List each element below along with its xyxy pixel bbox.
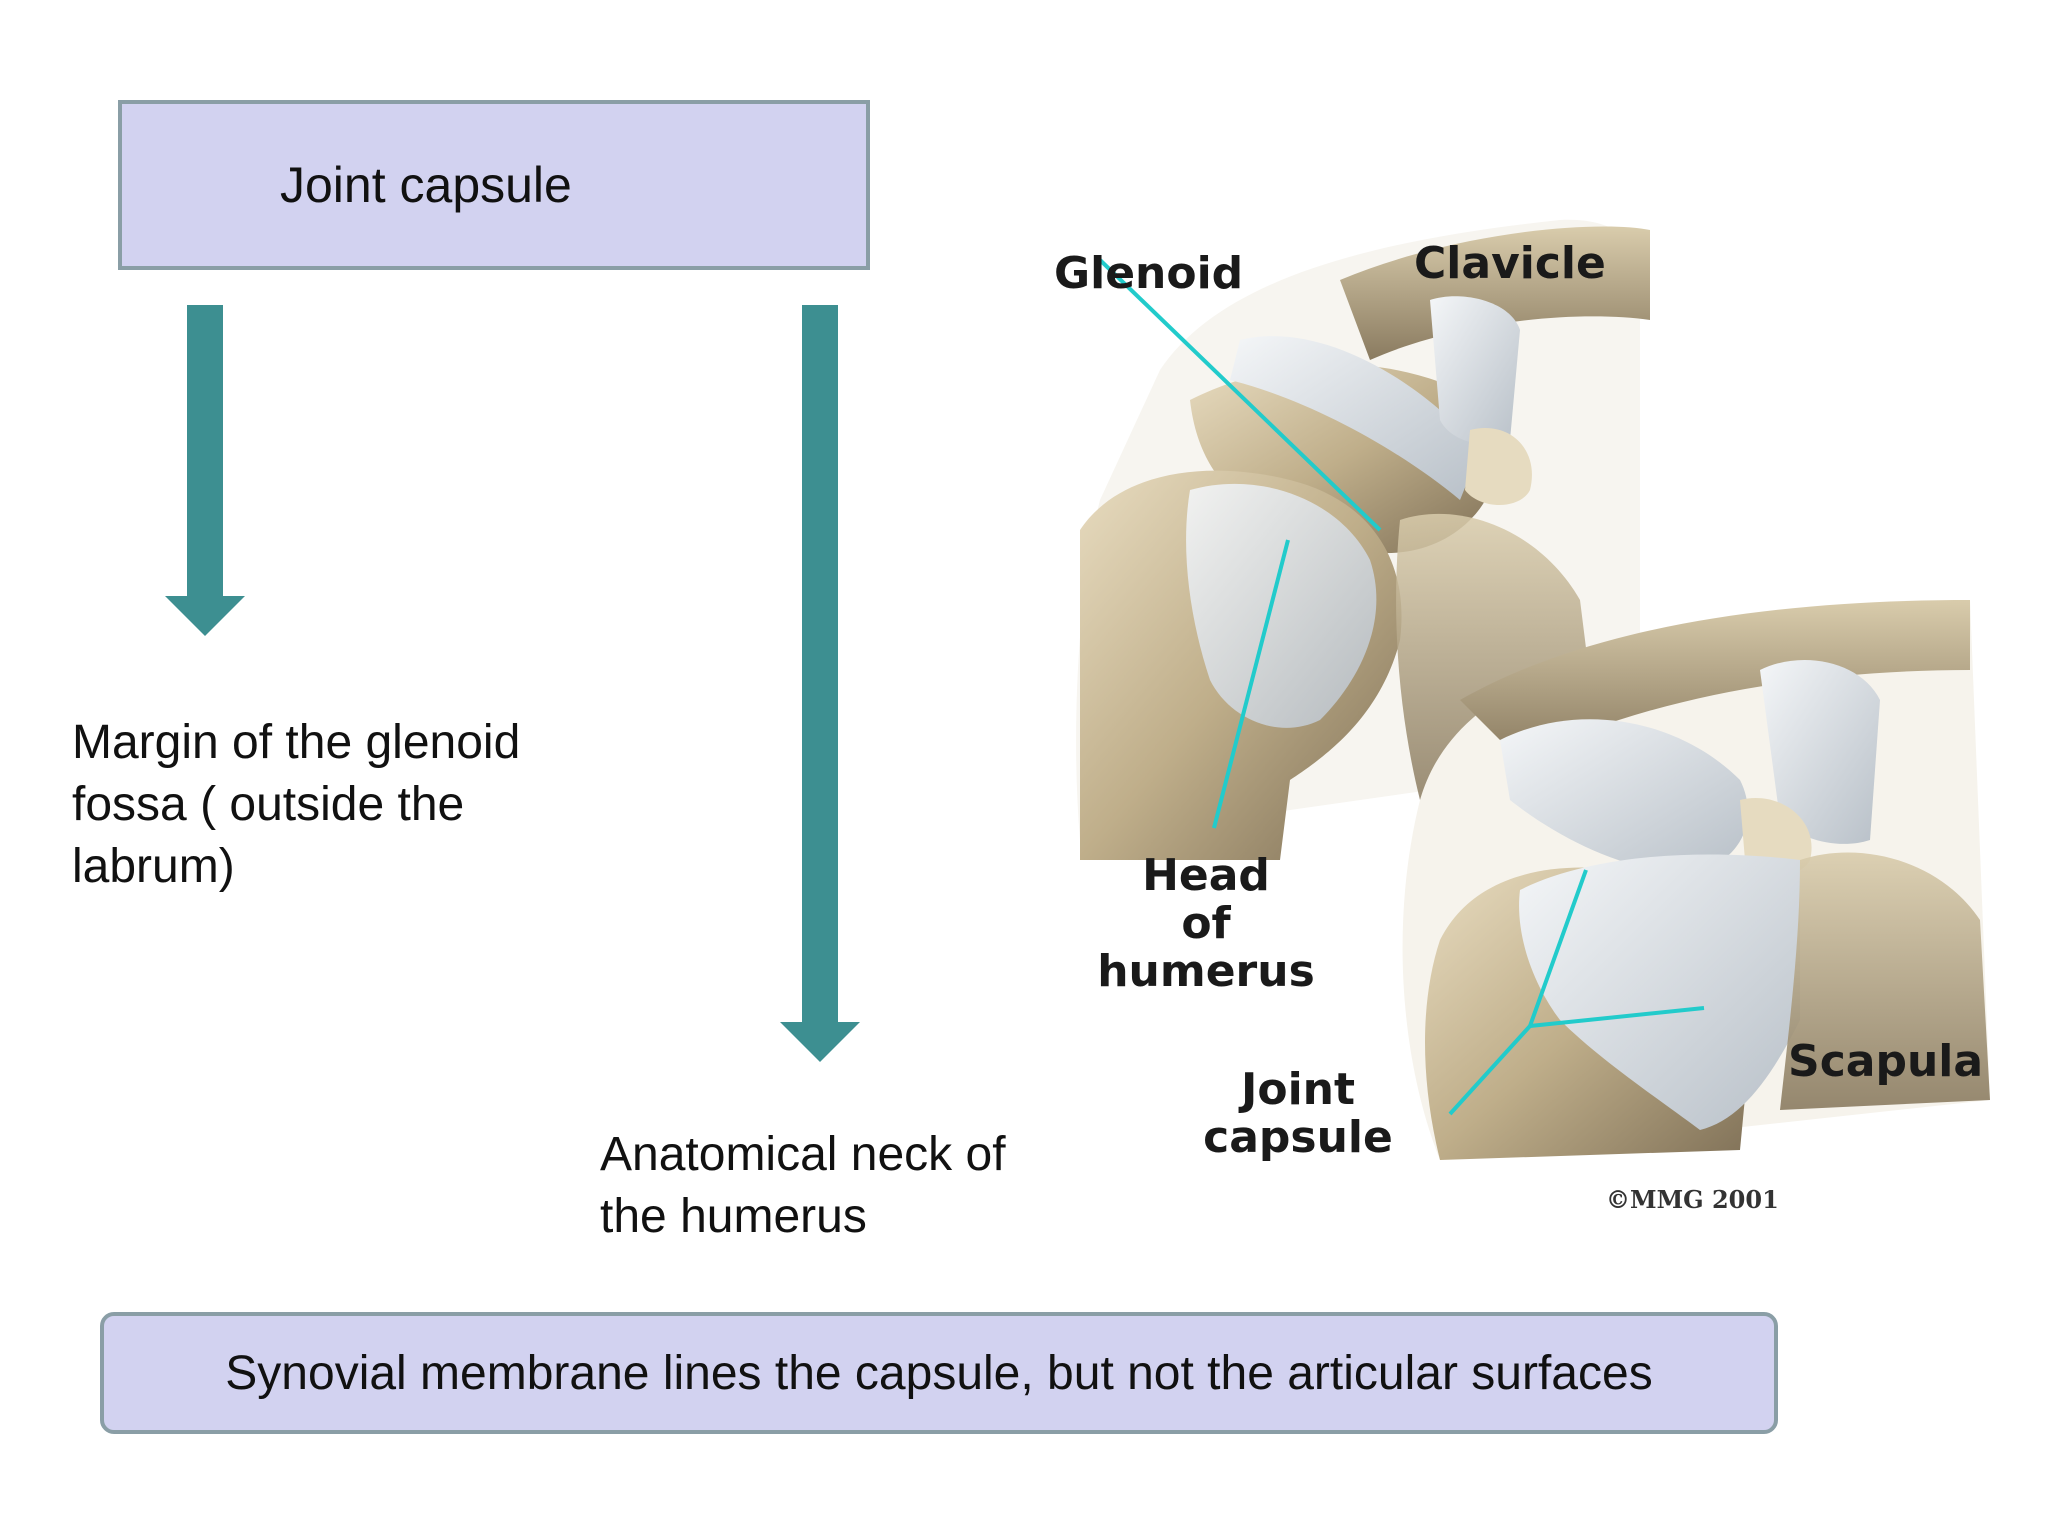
footer-box: Synovial membrane lines the capsule, but…: [100, 1312, 1778, 1434]
glenoid-margin-line: labrum): [72, 840, 235, 893]
title-box: Joint capsule: [118, 100, 870, 270]
glenoid-margin-line: Margin of the glenoid: [72, 716, 521, 769]
pointer-lines: [1098, 258, 1705, 1116]
glenoid-label: Glenoid: [1054, 248, 1243, 299]
anatomical-neck-line: the humerus: [600, 1190, 867, 1243]
capsule-pointer-base: [1448, 1024, 1532, 1116]
copyright-text: ©MMG 2001: [1606, 1185, 1779, 1214]
title-text: Joint capsule: [280, 157, 572, 213]
head-of-humerus-label-line1: Head: [1142, 850, 1270, 901]
capsule-pointer-upper: [1528, 869, 1588, 1027]
footer-text: Synovial membrane lines the capsule, but…: [225, 1346, 1653, 1400]
joint-capsule-label-line1: Joint: [1238, 1064, 1355, 1115]
capsule-pointer-lower: [1529, 1006, 1705, 1028]
lower-shoulder-view: [1402, 600, 1990, 1160]
arrow-down-left: [165, 305, 245, 636]
head-of-humerus-label-line2: of: [1181, 898, 1231, 949]
head-pointer-line: [1212, 539, 1290, 829]
head-of-humerus-label-line3: humerus: [1097, 946, 1315, 997]
glenoid-margin-line: fossa ( outside the: [72, 778, 465, 831]
shoulder-illustration: Glenoid Clavicle Head of humerus Joint c…: [1054, 219, 1990, 1214]
glenoid-pointer-line: [1098, 258, 1382, 532]
scapula-label: Scapula: [1788, 1036, 1983, 1087]
anatomical-neck-line: Anatomical neck of: [600, 1128, 1006, 1181]
clavicle-label: Clavicle: [1414, 238, 1606, 289]
joint-capsule-label-line2: capsule: [1203, 1112, 1393, 1163]
glenoid-margin-text: Margin of the glenoid fossa ( outside th…: [72, 712, 592, 898]
anatomical-neck-text: Anatomical neck of the humerus: [600, 1124, 1080, 1248]
arrow-down-middle: [780, 305, 860, 1062]
